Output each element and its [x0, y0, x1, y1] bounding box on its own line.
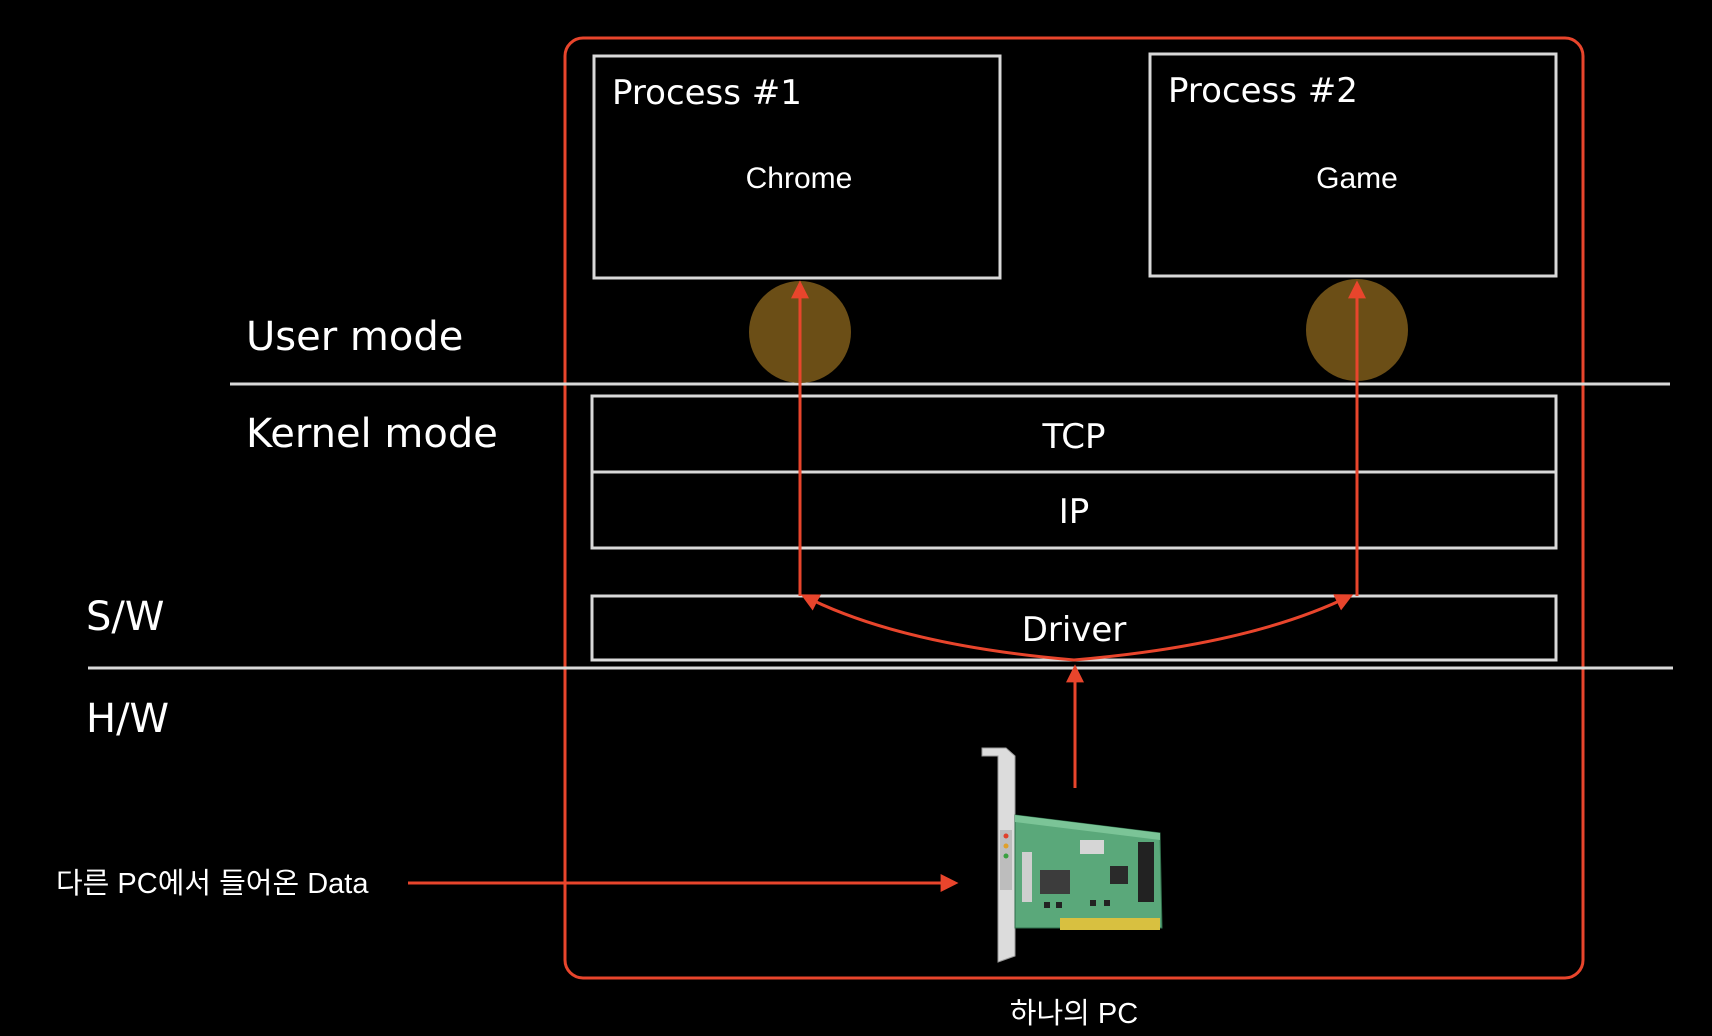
software-label: S/W [86, 594, 164, 640]
tcp-layer[interactable] [590, 394, 1558, 474]
pc-label: 하나의 PC [1010, 997, 1138, 1030]
process-1-box[interactable] [592, 54, 1002, 280]
user-mode-label: User mode [246, 314, 463, 360]
pc-boundary [563, 36, 1585, 980]
process-1-app: Chrome [746, 162, 853, 195]
driver-to-left-curve [800, 594, 1075, 662]
process-1-title: Process #1 [612, 73, 802, 113]
hardware-label: H/W [86, 696, 169, 742]
driver-to-right-curve [1073, 594, 1354, 662]
process-2-title: Process #2 [1168, 71, 1358, 111]
ip-layer[interactable] [590, 470, 1558, 550]
network-card-icon [981, 747, 1163, 963]
process-2-box[interactable] [1148, 52, 1558, 278]
process-2-app: Game [1316, 162, 1398, 195]
kernel-mode-label: Kernel mode [246, 411, 498, 457]
ip-label: IP [1059, 492, 1090, 532]
driver-layer[interactable] [590, 594, 1558, 662]
tcp-label: TCP [1041, 417, 1105, 457]
incoming-data-label: 다른 PC에서 들어온 Data [56, 868, 369, 900]
driver-label: Driver [1022, 610, 1127, 650]
